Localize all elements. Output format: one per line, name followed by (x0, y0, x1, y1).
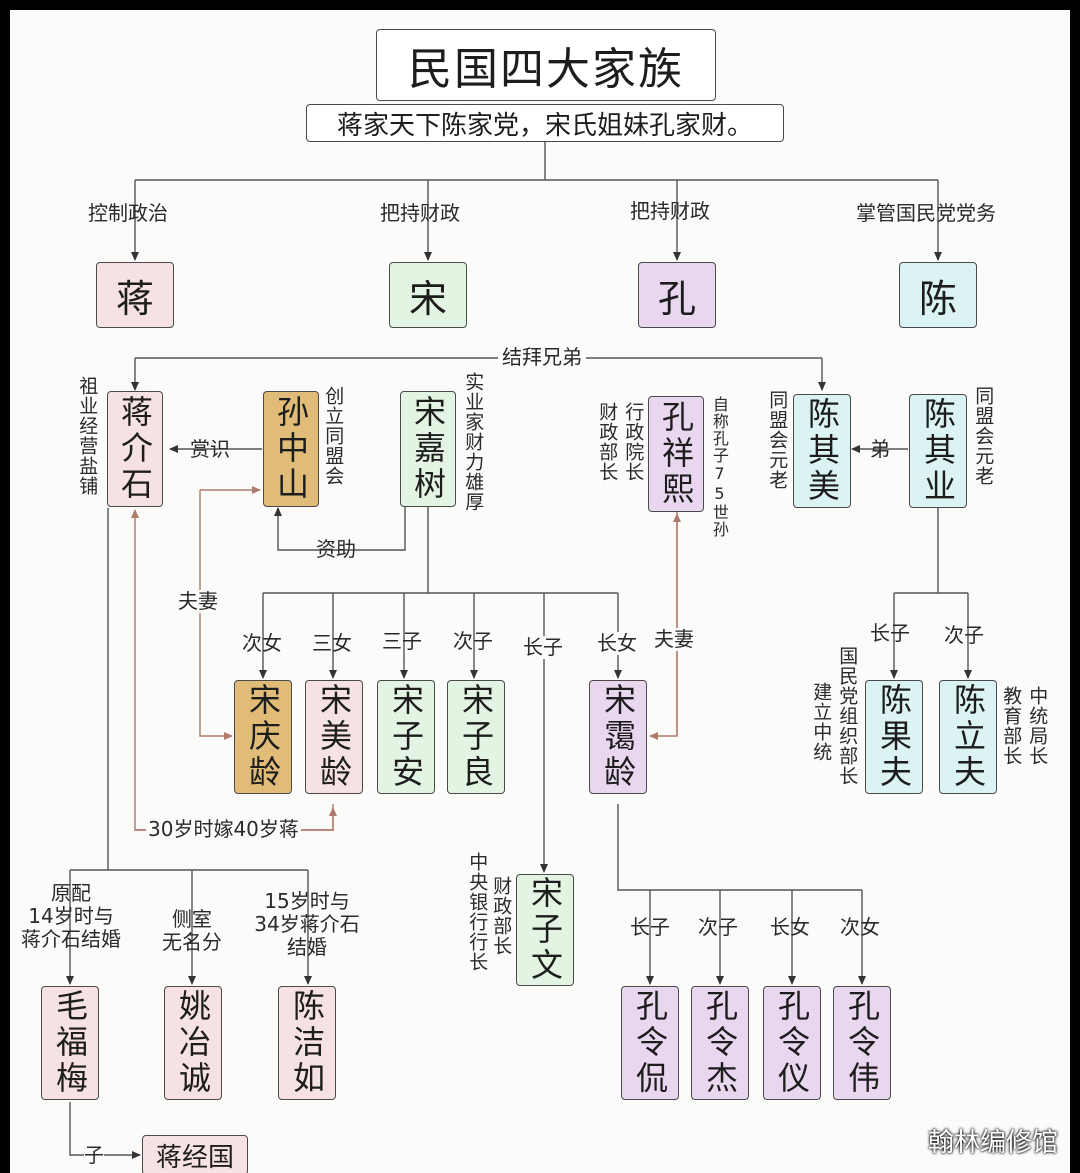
person-sun-zhongshan: 孙中山 (263, 391, 319, 507)
note-ziwen-bank: 中央银行行长 (466, 852, 489, 972)
family-kong: 孔 (638, 262, 716, 328)
note-jiang-salt: 祖业经营盐铺 (76, 376, 99, 496)
person-kong-lingyi: 孔令仪 (763, 986, 821, 1100)
person-song-zian: 宋子安 (377, 680, 435, 794)
label-kong-eldest-son: 长子 (630, 915, 670, 939)
note-mao-fumei: 原配 14岁时与 蒋介石结婚 (21, 881, 121, 951)
label-appreciate: 赏识 (190, 437, 230, 461)
label-couple-kong: 夫妻 (654, 627, 694, 651)
label-second-son: 次子 (453, 629, 493, 653)
person-chen-qimei: 陈其美 (793, 394, 851, 508)
label-chen-second: 次子 (944, 623, 984, 647)
label-third-daughter: 三女 (312, 631, 352, 655)
role-jiang: 控制政治 (88, 201, 168, 225)
person-kong-xiangxi: 孔祥熙 (648, 396, 704, 512)
person-song-jiashu: 宋嘉树 (400, 391, 456, 507)
page-subtitle: 蒋家天下陈家党，宋氏姐妹孔家财。 (306, 104, 784, 142)
note-guofu-zhongtong: 建立中统 (810, 682, 833, 762)
note-guofu-org: 国民党组织部长 (836, 646, 859, 786)
person-jiang-jieshi: 蒋介石 (107, 391, 163, 507)
person-chen-guofu: 陈果夫 (865, 680, 923, 794)
person-song-meiling: 宋美龄 (305, 680, 363, 794)
family-song: 宋 (389, 262, 467, 328)
label-kong-second-son: 次子 (698, 915, 738, 939)
label-couple-sun: 夫妻 (178, 589, 218, 613)
person-kong-lingjie: 孔令杰 (691, 986, 749, 1100)
note-kong-finance: 财政部长 (596, 402, 619, 482)
family-jiang: 蒋 (96, 262, 174, 328)
note-chen-qimei: 同盟会元老 (766, 390, 789, 490)
person-kong-lingkan: 孔令侃 (621, 986, 679, 1100)
label-kong-eldest-daughter: 长女 (770, 915, 810, 939)
label-eldest-son: 长子 (523, 635, 563, 659)
person-song-ailing: 宋霭龄 (589, 680, 647, 794)
label-married-age: 30岁时嫁40岁蒋 (146, 817, 301, 841)
person-chen-qiye: 陈其业 (909, 394, 967, 508)
role-song: 把持财政 (380, 201, 460, 225)
person-chen-lifu: 陈立夫 (939, 680, 997, 794)
note-ziwen-finance: 财政部长 (490, 876, 513, 956)
person-mao-fumei: 毛福梅 (41, 986, 99, 1100)
label-chen-eldest: 长子 (870, 621, 910, 645)
label-brother: 弟 (870, 437, 890, 461)
person-kong-lingwei: 孔令伟 (833, 986, 891, 1100)
label-fund: 资助 (316, 537, 356, 561)
note-chen-qiye: 同盟会元老 (972, 386, 995, 486)
diagram-canvas: 民国四大家族 蒋家天下陈家党，宋氏姐妹孔家财。 控制政治 把持财政 把持财政 掌… (10, 10, 1070, 1173)
role-chen: 掌管国民党党务 (856, 201, 996, 225)
note-lifu-bureau: 中统局长 (1026, 686, 1049, 766)
person-song-qingling: 宋庆龄 (234, 680, 292, 794)
note-chen-jieru: 15岁时与 34岁蒋介石 结婚 (254, 889, 360, 959)
watermark: 翰林编修馆 (927, 1128, 1058, 1158)
page-title: 民国四大家族 (376, 29, 716, 101)
person-jiang-jingguo: 蒋经国 (142, 1135, 248, 1173)
note-kong-confucius: 自称孔子75世孙 (709, 396, 729, 538)
label-kong-second-daughter: 次女 (840, 915, 880, 939)
label-son: 子 (84, 1143, 104, 1167)
person-song-ziliang: 宋子良 (447, 680, 505, 794)
note-yao-yecheng: 侧室 无名分 (162, 907, 222, 954)
person-chen-jieru: 陈洁如 (278, 986, 336, 1100)
person-yao-yecheng: 姚冶诚 (164, 986, 222, 1100)
label-third-son: 三子 (382, 629, 422, 653)
note-lifu-education: 教育部长 (1000, 686, 1023, 766)
label-second-daughter: 次女 (242, 631, 282, 655)
family-chen: 陈 (899, 262, 977, 328)
role-kong: 把持财政 (630, 199, 710, 223)
note-sun-founder: 创立同盟会 (322, 386, 345, 486)
label-eldest-daughter: 长女 (597, 631, 637, 655)
label-sworn-brothers: 结拜兄弟 (498, 346, 586, 369)
note-song-wealth: 实业家财力雄厚 (462, 372, 485, 512)
note-kong-premier: 行政院长 (622, 402, 645, 482)
connector-lines (66, 140, 972, 1159)
person-song-ziwen: 宋子文 (516, 874, 574, 986)
